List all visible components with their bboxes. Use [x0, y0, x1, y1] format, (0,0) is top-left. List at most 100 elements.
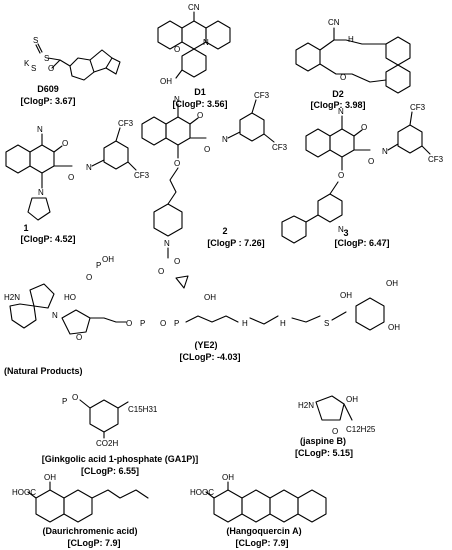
svg-text:P: P: [140, 319, 145, 328]
ye2-clogp: [CLogP: -4.03]: [179, 352, 241, 362]
ye2-structure: H2N N O HO O P OH O P O P OH H H S OH OH…: [4, 255, 400, 342]
svg-text:N: N: [174, 95, 180, 104]
svg-text:P: P: [62, 397, 67, 406]
d2-clogp: [ClogP: 3.98]: [310, 100, 366, 110]
svg-text:OH: OH: [44, 473, 56, 482]
svg-text:N: N: [382, 147, 388, 156]
svg-text:O: O: [197, 111, 203, 120]
compound-3-clogp: [ClogP: 6.47]: [334, 238, 390, 248]
compound-1-name: 1: [23, 223, 29, 233]
svg-text:N: N: [38, 188, 44, 197]
hangoquercin-a-clogp: [CLogP: 7.9]: [235, 538, 289, 548]
svg-text:P: P: [174, 319, 179, 328]
svg-text:O: O: [126, 319, 132, 328]
ga1p-structure: O P CO2H C15H31: [62, 393, 158, 448]
svg-text:OH: OH: [160, 77, 172, 86]
svg-text:P: P: [96, 261, 101, 270]
svg-text:N: N: [37, 125, 43, 134]
svg-text:O: O: [158, 267, 164, 276]
natural-products-heading: (Natural Products): [4, 366, 83, 376]
svg-text:O: O: [48, 64, 54, 73]
d1-name: D1: [194, 87, 206, 97]
jaspine-b-name: (jaspine B): [299, 436, 346, 446]
d609-structure: S S S O K: [24, 36, 121, 81]
compound-2-name: 2: [222, 226, 228, 236]
ye2-name: (YE2): [194, 340, 218, 350]
svg-text:O: O: [174, 159, 180, 168]
svg-text:H: H: [280, 319, 286, 328]
svg-text:CF3: CF3: [272, 143, 288, 152]
daurichromenic-acid-clogp: [CLogP: 7.9]: [67, 538, 121, 548]
svg-text:O: O: [68, 173, 74, 182]
svg-text:N: N: [338, 107, 344, 116]
hangoquercin-a-name: (Hangoquercin A): [226, 526, 302, 536]
svg-text:CF3: CF3: [254, 91, 270, 100]
svg-text:O: O: [160, 319, 166, 328]
svg-text:H2N: H2N: [298, 401, 314, 410]
svg-text:OH: OH: [388, 323, 400, 332]
compound-2-structure: N O O N CF3 CF3 O N O O: [141, 91, 288, 289]
svg-text:N: N: [164, 239, 170, 248]
svg-text:O: O: [338, 171, 344, 180]
d609-clogp: [ClogP: 3.67]: [20, 96, 76, 106]
compound-1-clogp: [ClogP: 4.52]: [20, 234, 76, 244]
svg-text:O: O: [62, 139, 68, 148]
svg-text:S: S: [33, 36, 38, 45]
svg-text:OH: OH: [222, 473, 234, 482]
svg-text:HOOC: HOOC: [190, 488, 214, 497]
compound-2-clogp: [ClogP : 7.26]: [207, 238, 265, 248]
svg-text:H: H: [242, 319, 248, 328]
svg-text:OH: OH: [346, 395, 358, 404]
jaspine-b-clogp: [CLogP: 5.15]: [294, 448, 353, 458]
compound-3-structure: N O O N CF3 CF3 O N: [281, 103, 444, 244]
svg-text:O: O: [72, 393, 78, 402]
compound-3-name: 3: [343, 228, 349, 238]
hangoquercin-a-structure: HOOC OH: [190, 473, 327, 523]
jaspine-b-structure: O H2N OH C12H25: [298, 395, 376, 436]
svg-text:O: O: [361, 123, 367, 132]
svg-text:C15H31: C15H31: [128, 405, 158, 414]
daurichromenic-acid-name: (Daurichromenic acid): [42, 526, 138, 536]
svg-text:OH: OH: [102, 255, 114, 264]
ga1p-name: [Ginkgolic acid 1-phosphate (GA1P)]: [41, 454, 199, 464]
svg-text:N: N: [222, 135, 228, 144]
d1-clogp: [ClogP: 3.56]: [172, 99, 228, 109]
svg-text:K: K: [24, 59, 30, 68]
svg-text:HO: HO: [64, 293, 76, 302]
svg-text:CN: CN: [328, 18, 340, 27]
svg-text:N: N: [86, 163, 92, 172]
svg-text:CF3: CF3: [134, 171, 150, 180]
compound-1-structure: N O O N CF3 CF3 N: [5, 119, 150, 221]
svg-text:CO2H: CO2H: [96, 439, 118, 448]
svg-text:N: N: [338, 225, 344, 234]
svg-text:O: O: [368, 157, 374, 166]
svg-text:S: S: [31, 64, 36, 73]
svg-text:OH: OH: [340, 291, 352, 300]
svg-text:S: S: [44, 54, 49, 63]
svg-text:OH: OH: [386, 279, 398, 288]
ga1p-clogp: [CLogP: 6.55]: [80, 466, 139, 476]
svg-text:O: O: [332, 427, 338, 436]
svg-text:CN: CN: [188, 3, 200, 12]
svg-text:S: S: [324, 319, 329, 328]
daurichromenic-acid-structure: HOOC OH: [12, 473, 149, 523]
d2-name: D2: [332, 89, 344, 99]
svg-text:O: O: [174, 45, 180, 54]
svg-text:C12H25: C12H25: [346, 425, 376, 434]
svg-text:HOOC: HOOC: [12, 488, 36, 497]
svg-text:O: O: [174, 257, 180, 266]
svg-text:N: N: [52, 311, 58, 320]
svg-text:H: H: [348, 35, 354, 44]
svg-text:O: O: [204, 145, 210, 154]
svg-text:CF3: CF3: [410, 103, 426, 112]
d1-structure: CN O N OH: [157, 3, 231, 86]
svg-text:H2N: H2N: [4, 293, 20, 302]
svg-text:O: O: [76, 333, 82, 342]
svg-text:OH: OH: [204, 293, 216, 302]
svg-text:N: N: [203, 38, 209, 47]
svg-text:O: O: [340, 73, 346, 82]
d609-name: D609: [37, 84, 59, 94]
svg-text:O: O: [86, 273, 92, 282]
